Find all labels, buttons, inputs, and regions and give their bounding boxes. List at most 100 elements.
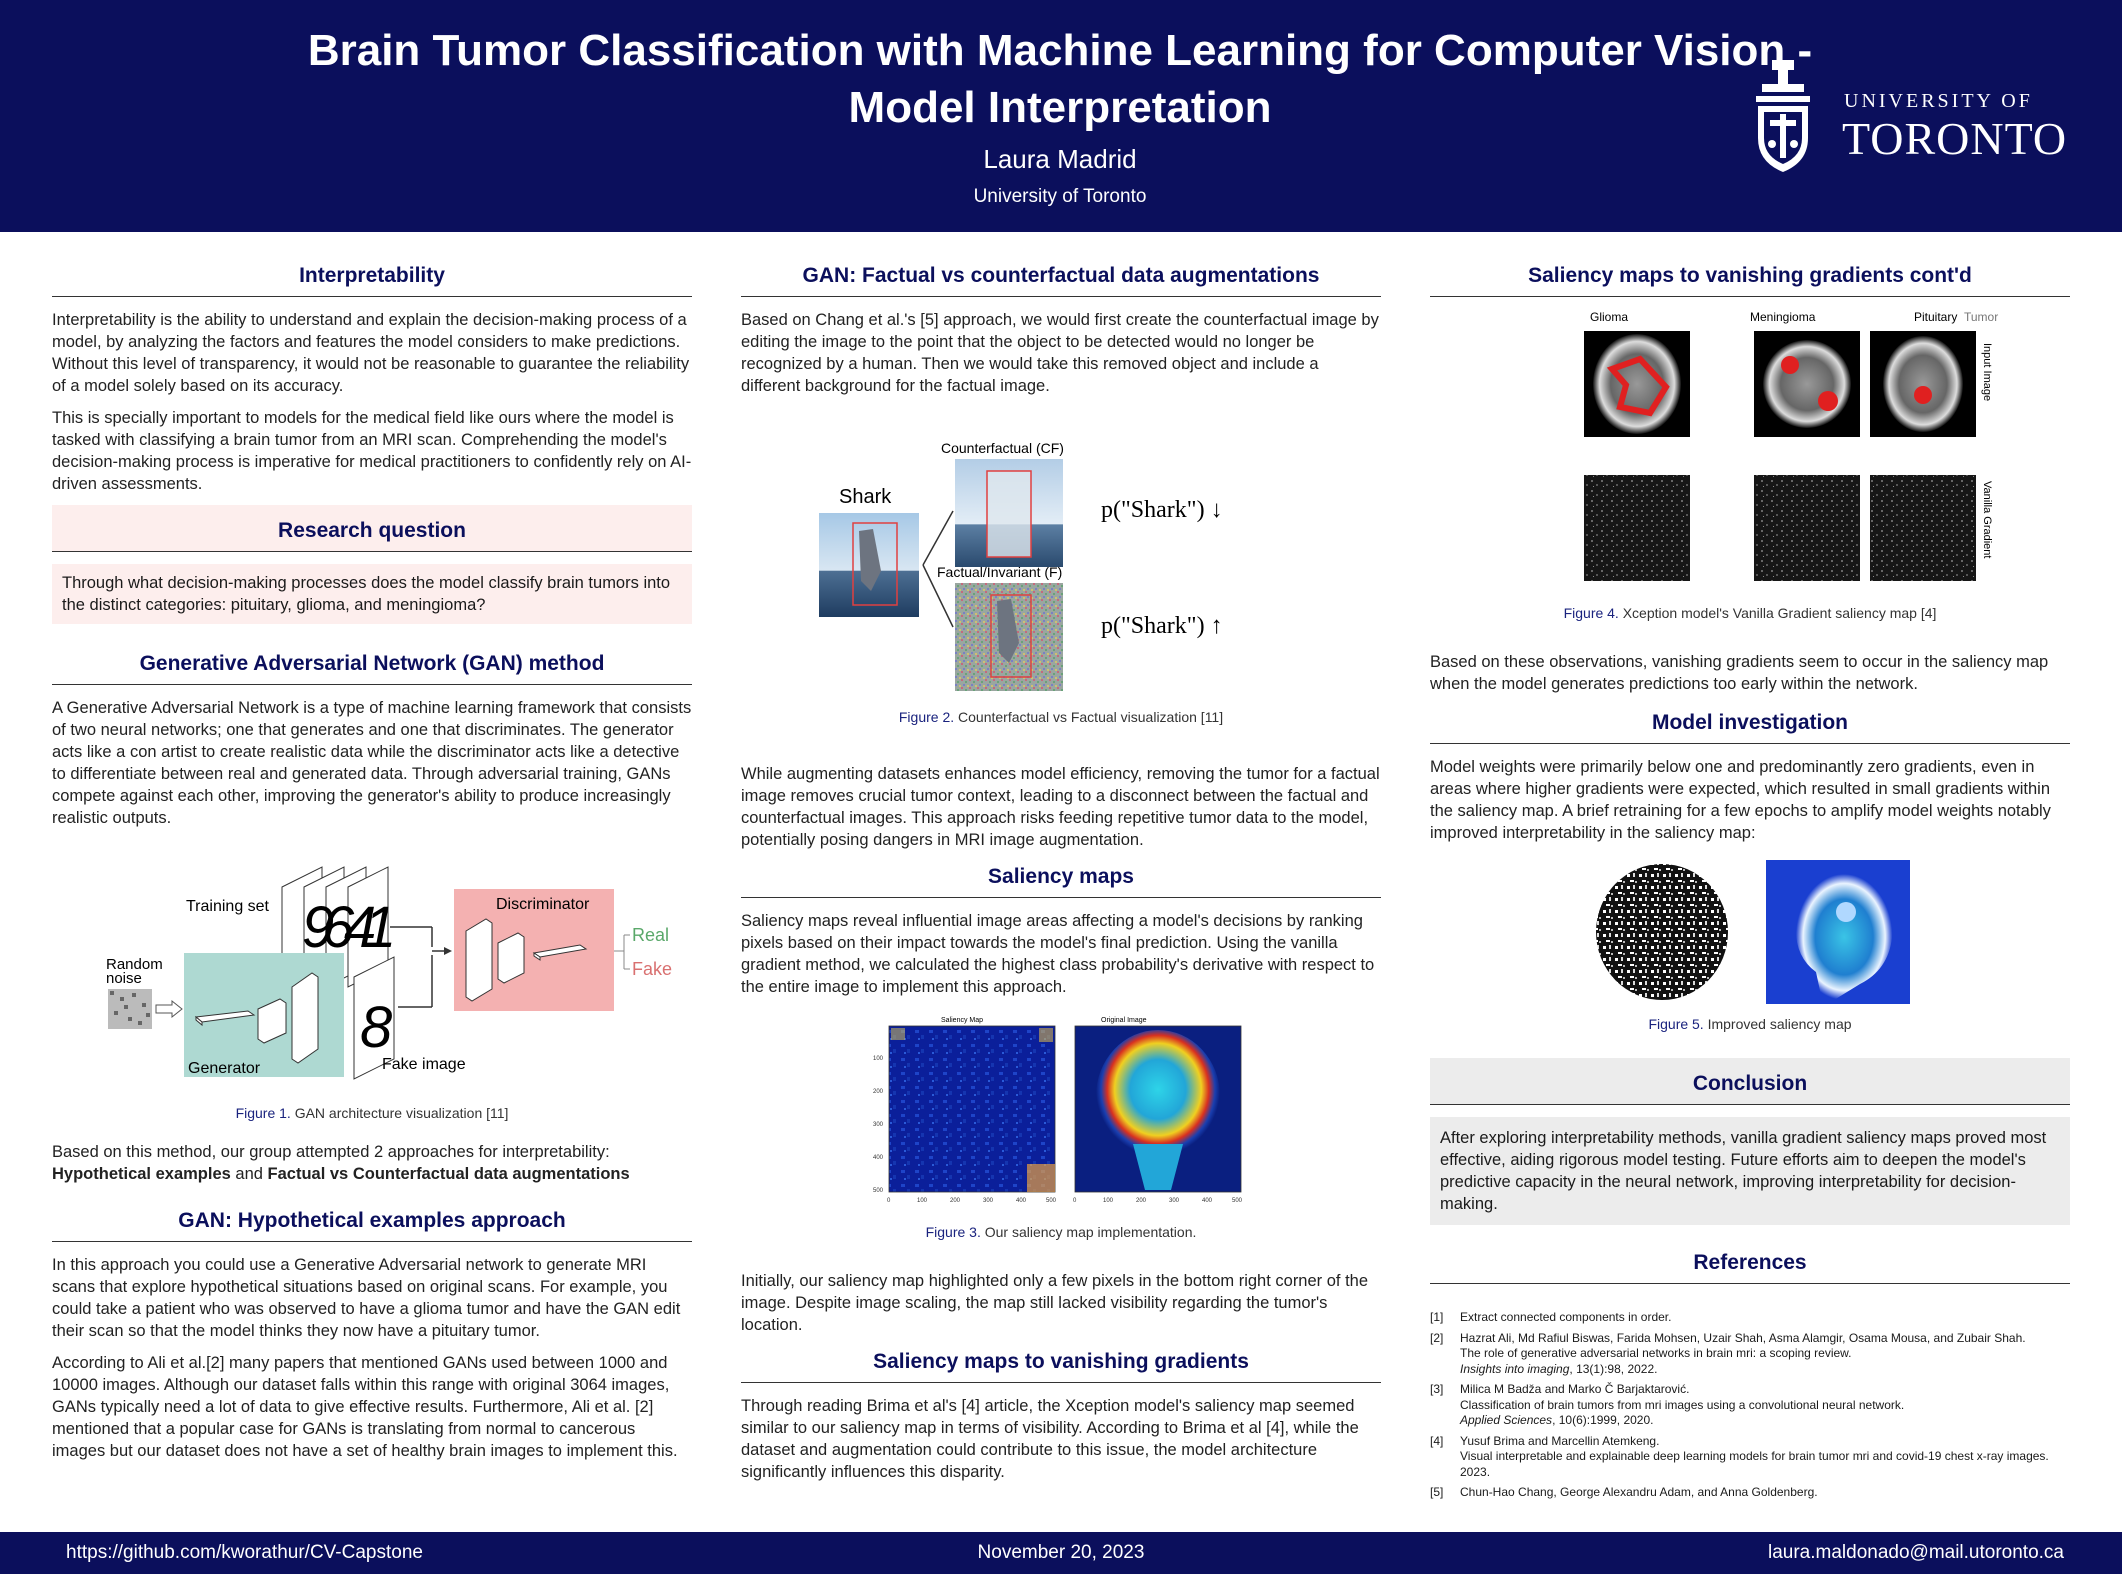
- section-title-vanishing-gradients: Saliency maps to vanishing gradients: [741, 1346, 1381, 1383]
- random-noise-patch: [108, 989, 152, 1029]
- reference-number: [1]: [1430, 1310, 1444, 1324]
- section-title-conclusion: Conclusion: [1430, 1058, 2070, 1105]
- reference-authors: Milica M Badža and Marko Č Barjaktarović…: [1460, 1382, 1690, 1396]
- gradient-map-meningioma: [1754, 475, 1860, 581]
- model-investigation-paragraph: Model weights were primarily below one a…: [1430, 758, 2051, 842]
- column-middle: GAN: Factual vs counterfactual data augm…: [741, 250, 1381, 1493]
- section-title-saliency-maps: Saliency maps: [741, 861, 1381, 898]
- logo-text-toronto: TORONTO: [1842, 113, 2068, 164]
- vanishing-gradients-paragraph: Through reading Brima et al's [4] articl…: [741, 1397, 1359, 1481]
- section-title-gan-method: Generative Adversarial Network (GAN) met…: [52, 638, 692, 685]
- reference-item: [4]Yusuf Brima and Marcellin Atemkeng.Vi…: [1430, 1434, 2070, 1481]
- approaches-list: Hypothetical examples and Factual vs Cou…: [52, 1163, 692, 1185]
- label-real: Real: [632, 925, 669, 945]
- poster-date: November 20, 2023: [977, 1542, 1145, 1563]
- reference-number: [2]: [1430, 1330, 1444, 1345]
- saliency-plot-title: Saliency Map: [941, 1017, 983, 1024]
- gradient-map-glioma: [1584, 475, 1690, 581]
- approach-hypothetical: Hypothetical examples: [52, 1165, 231, 1183]
- column-right: Saliency maps to vanishing gradients con…: [1430, 250, 2070, 1506]
- poster-header: Brain Tumor Classification with Machine …: [0, 0, 2122, 232]
- logo-text-university-of: UNIVERSITY OF: [1844, 90, 2033, 112]
- label-discriminator: Discriminator: [496, 896, 590, 913]
- y-tick: 500: [873, 1188, 884, 1194]
- reference-authors: Hazrat Ali, Md Rafiul Biswas, Farida Moh…: [1460, 1330, 2026, 1345]
- figure-3-number: Figure 3.: [925, 1224, 981, 1240]
- label-pituitary: Pituitary: [1914, 310, 1957, 324]
- x-tick: 500: [1232, 1198, 1243, 1204]
- poster-title: Brain Tumor Classification with Machine …: [307, 26, 1813, 132]
- reference-list: [1] Extract connected components in order…: [1430, 1310, 2070, 1501]
- label-vanilla-gradient: Vanilla Gradient: [1981, 481, 1993, 558]
- label-counterfactual: Counterfactual (CF): [941, 440, 1064, 456]
- reference-title: Classification of brain tumors from mri …: [1460, 1397, 1905, 1412]
- reference-text: Extract connected components in order.: [1460, 1310, 1672, 1324]
- reference-number: [5]: [1430, 1485, 1444, 1499]
- label-generator: Generator: [188, 1060, 261, 1077]
- figure-2-caption-text: Counterfactual vs Factual visualization …: [954, 709, 1224, 725]
- approaches-paragraph: Based on this method, our group attempte…: [52, 1143, 610, 1161]
- figure-xception-saliency: Glioma Meningioma Pituitary Tumor Input …: [1500, 309, 2000, 599]
- reference-item: [3] Milica M Badža and Marko Č Barjaktaro…: [1430, 1382, 2070, 1429]
- figure-5-caption: Figure 5. Improved saliency map: [1430, 1016, 2070, 1032]
- digit-2: 6: [322, 895, 355, 960]
- hypothetical-paragraph-1: In this approach you could use a Generat…: [52, 1256, 681, 1340]
- digit-3: 4: [344, 895, 376, 960]
- section-title-model-investigation: Model investigation: [1430, 705, 2070, 744]
- github-link[interactable]: https://github.com/kworathur/CV-Capstone: [66, 1542, 423, 1563]
- saliency-paragraph-1: Saliency maps reveal influential image a…: [741, 912, 1375, 996]
- label-glioma: Glioma: [1590, 310, 1628, 324]
- x-tick: 200: [1136, 1198, 1147, 1204]
- y-tick: 300: [873, 1122, 884, 1128]
- reference-number: [4]: [1430, 1433, 1444, 1448]
- figure-2-caption: Figure 2. Counterfactual vs Factual visu…: [741, 709, 1381, 725]
- original-plot-title: Original Image: [1101, 1017, 1147, 1024]
- label-input-image: Input Image: [1981, 343, 1993, 401]
- figure-4-caption: Figure 4. Xception model's Vanilla Gradi…: [1430, 605, 2070, 621]
- figure-1-caption: Figure 1. GAN architecture visualization…: [52, 1105, 692, 1121]
- figure-1-caption-text: GAN architecture visualization [11]: [290, 1105, 509, 1121]
- reference-journal: Applied Sciences: [1460, 1413, 1553, 1427]
- figure-improved-saliency: [1590, 860, 1910, 1004]
- figure-5-caption-text: Improved saliency map: [1703, 1016, 1852, 1032]
- reference-details: , 13(1):98, 2022.: [1569, 1361, 1658, 1376]
- x-tick: 100: [917, 1198, 928, 1204]
- label-meningioma: Meningioma: [1750, 310, 1816, 324]
- reference-authors: Chun-Hao Chang, George Alexandru Adam, a…: [1460, 1485, 1818, 1499]
- figure-counterfactual-factual: Counterfactual (CF) Shark Factual/Invari…: [801, 431, 1321, 691]
- research-question-text: Through what decision-making processes d…: [52, 564, 692, 624]
- university-logo: UNIVERSITY OF TORONTO: [1752, 58, 2082, 178]
- x-tick: 400: [1016, 1198, 1027, 1204]
- factual-counterfactual-paragraph-1: Based on Chang et al.'s [5] approach, we…: [741, 311, 1379, 395]
- prob-factual: p("Shark") ↑: [1101, 613, 1223, 639]
- label-tumor: Tumor: [1964, 310, 1998, 324]
- crest-icon: [1756, 60, 1810, 172]
- email-link[interactable]: laura.maldonado@mail.utoronto.ca: [1767, 1542, 2064, 1563]
- x-tick: 400: [1202, 1198, 1213, 1204]
- reference-details: , 10(6):1999, 2020.: [1552, 1413, 1654, 1427]
- reference-number: [3]: [1430, 1382, 1444, 1396]
- x-tick: 300: [1169, 1198, 1180, 1204]
- x-tick: 0: [1073, 1198, 1077, 1204]
- section-title-factual-counterfactual: GAN: Factual vs counterfactual data augm…: [741, 250, 1381, 297]
- label-shark: Shark: [839, 486, 892, 508]
- column-left: Interpretability Interpretability is the…: [52, 250, 692, 1472]
- poster-footer: https://github.com/kworathur/CV-Capstone…: [0, 1532, 2122, 1574]
- reference-item: [2] Hazrat Ali, Md Rafiul Biswas, Farida …: [1430, 1331, 2070, 1378]
- label-fake: Fake: [632, 959, 672, 979]
- conclusion-text: After exploring interpretability methods…: [1430, 1117, 2070, 1225]
- factual-counterfactual-paragraph-2: While augmenting datasets enhances model…: [741, 765, 1380, 849]
- y-tick: 200: [873, 1089, 884, 1095]
- interpretability-paragraph-2: This is specially important to models fo…: [52, 409, 692, 493]
- section-title-vanishing-cont: Saliency maps to vanishing gradients con…: [1430, 250, 2070, 297]
- x-tick: 0: [887, 1198, 891, 1204]
- reference-journal: Insights into imaging: [1460, 1361, 1570, 1376]
- figure-3-caption-text: Our saliency map implementation.: [980, 1224, 1197, 1240]
- y-tick: 100: [873, 1056, 884, 1062]
- author-affiliation: University of Toronto: [973, 186, 1147, 207]
- reference-item: [5] Chun-Hao Chang, George Alexandru Adam…: [1430, 1485, 2070, 1501]
- figure-3-caption: Figure 3. Our saliency map implementatio…: [741, 1224, 1381, 1240]
- section-title-interpretability: Interpretability: [52, 250, 692, 297]
- x-tick: 300: [983, 1198, 994, 1204]
- interpretability-paragraph-1: Interpretability is the ability to under…: [52, 311, 690, 395]
